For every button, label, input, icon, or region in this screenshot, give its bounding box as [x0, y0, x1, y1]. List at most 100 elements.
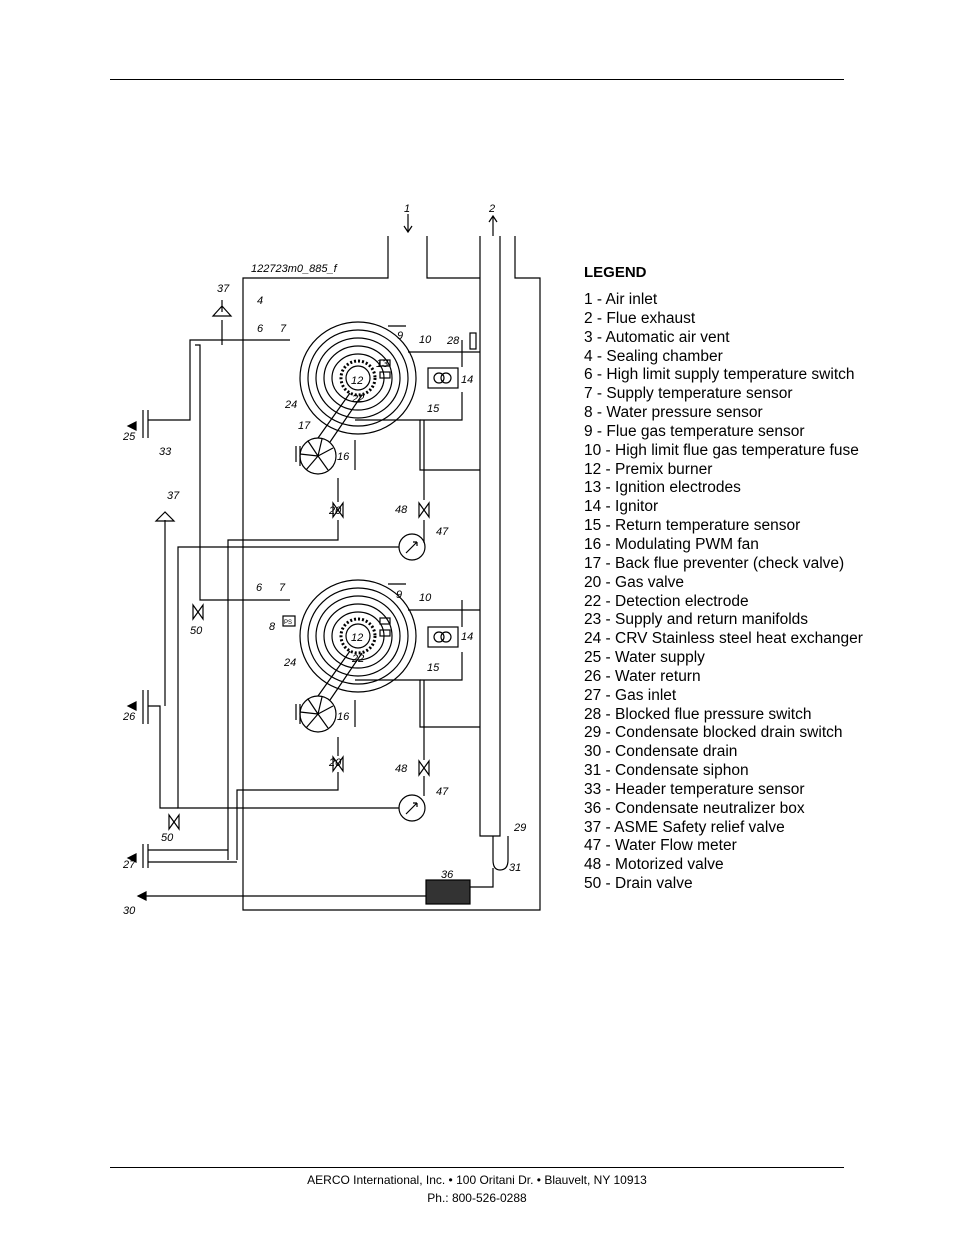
legend-item-number: 29 — [584, 724, 602, 742]
legend-item-label: Drain valve — [615, 875, 693, 893]
legend-item: 12 - Premix burner — [584, 460, 713, 478]
legend-item-number: 47 — [584, 837, 602, 855]
neutralizer-box — [425, 879, 471, 905]
legend-item-label: Ignitor — [615, 498, 659, 516]
legend-item: 26 - Water return — [584, 667, 701, 685]
legend-item-label: CRV Stainless steel heat exchanger — [615, 630, 863, 648]
callout-10-lower: 10 — [419, 592, 432, 604]
callout-16-lower: 16 — [337, 711, 350, 723]
legend-item-number: 1 — [584, 291, 593, 308]
legend-item: 16 - Modulating PWM fan — [584, 535, 759, 553]
legend-item-number: 2 — [584, 309, 593, 327]
legend-item: 15 - Return temperature sensor — [584, 517, 801, 535]
legend-item-label: Modulating PWM fan — [615, 535, 759, 553]
legend-item-number: 13 — [584, 479, 602, 497]
callout-50-lower: 50 — [161, 832, 174, 844]
footer-rule — [110, 1167, 844, 1168]
legend-item-label: Supply temperature sensor — [606, 385, 793, 403]
legend-item-label: Ignition electrodes — [615, 479, 741, 497]
legend-item: 28 - Blocked flue pressure switch — [584, 705, 812, 723]
legend-item-label: Flue exhaust — [606, 309, 696, 327]
ps-label: PS — [284, 620, 292, 626]
legend-item-number: 7 — [584, 385, 593, 403]
legend-item: 29 - Condensate blocked drain switch — [584, 724, 843, 742]
legend-item-label: High limit supply temperature switch — [606, 366, 855, 384]
callout-36: 36 — [441, 869, 454, 881]
legend-item: 24 - CRV Stainless steel heat exchanger — [584, 630, 863, 648]
legend-item-label: Detection electrode — [615, 592, 749, 610]
legend-item-label: Blocked flue pressure switch — [615, 705, 812, 723]
callout-33: 33 — [159, 446, 172, 458]
legend-item: 33 - Header temperature sensor — [584, 780, 805, 798]
legend-item-label: Water pressure sensor — [606, 404, 763, 422]
flue-exhaust-duct — [479, 236, 501, 837]
callout-25: 25 — [122, 431, 136, 443]
callout-20-lower: 20 — [328, 757, 342, 769]
legend-item: 47 - Water Flow meter — [584, 837, 737, 855]
legend-item: 13 - Ignition electrodes — [584, 479, 741, 497]
legend-item: 48 - Motorized valve — [584, 856, 724, 874]
legend-item: 30 - Condensate drain — [584, 743, 738, 761]
callout-28: 28 — [446, 335, 460, 347]
callout-13: 13 — [376, 358, 389, 370]
legend-item-number: 25 — [584, 649, 602, 667]
callout-24-upper: 24 — [284, 399, 297, 411]
legend-item: 1 - Air inlet — [584, 291, 658, 308]
callout-47-upper: 47 — [436, 526, 449, 538]
legend-item: 9 - Flue gas temperature sensor — [584, 422, 805, 440]
callout-12-lower: 12 — [351, 632, 363, 644]
footer-phone: Ph.: 800-526-0288 — [427, 1191, 527, 1205]
legend-item: 36 - Condensate neutralizer box — [584, 799, 805, 817]
callout-16-upper: 16 — [337, 451, 350, 463]
legend-item-label: High limit flue gas temperature fuse — [615, 441, 859, 459]
flue-exhaust-arrow — [488, 214, 498, 236]
legend-item-label: Automatic air vent — [605, 328, 730, 346]
upper-flow-meter — [398, 533, 426, 561]
legend-item-number: 22 — [584, 592, 602, 610]
legend-item: 23 - Supply and return manifolds — [584, 611, 809, 629]
legend-item: 25 - Water supply — [584, 649, 705, 667]
legend-item: 6 - High limit supply temperature switch — [584, 366, 855, 384]
legend-item-label: Water supply — [615, 649, 705, 667]
legend-item-number: 20 — [584, 573, 602, 591]
footer-address: AERCO International, Inc. • 100 Oritani … — [307, 1173, 647, 1187]
callout-14-lower: 14 — [461, 631, 473, 643]
callout-24-lower: 24 — [283, 657, 296, 669]
callout-26: 26 — [122, 711, 136, 723]
legend-item-label: Sealing chamber — [606, 347, 723, 365]
upper-drain-valve — [192, 604, 204, 620]
legend-item-number: 3 — [584, 328, 593, 346]
legend-item: 22 - Detection electrode — [584, 592, 749, 610]
legend-item: 10 - High limit flue gas temperature fus… — [584, 441, 859, 459]
callout-14-upper: 14 — [461, 374, 473, 386]
callout-27: 27 — [122, 859, 136, 871]
callout-17-upper: 17 — [298, 420, 311, 432]
callout-4: 4 — [257, 295, 263, 307]
legend-item-number: 10 — [584, 441, 602, 459]
legend-item-number: 31 — [584, 762, 602, 780]
callout-7-lower: 7 — [279, 582, 286, 594]
legend-item-label: ASME Safety relief valve — [614, 818, 785, 836]
legend-item-number: 30 — [584, 743, 602, 761]
legend-item-number: 27 — [584, 686, 602, 704]
callout-15-upper: 15 — [427, 403, 440, 415]
legend-item: 2 - Flue exhaust — [584, 309, 696, 327]
pressure-sensor-box — [282, 615, 296, 627]
callout-7-upper: 7 — [280, 323, 287, 335]
legend-item-number: 50 — [584, 875, 602, 893]
legend-item-number: 16 — [584, 535, 602, 553]
lower-motorized-valve — [418, 760, 430, 776]
legend-item-number: 37 — [584, 818, 602, 836]
callout-9-lower: 9 — [396, 589, 402, 601]
callout-2: 2 — [488, 203, 495, 215]
callout-30: 30 — [123, 905, 136, 917]
legend-title: LEGEND — [584, 264, 647, 281]
legend-item-label: Supply and return manifolds — [615, 611, 809, 629]
callout-6-upper: 6 — [257, 323, 264, 335]
legend-item-label: Premix burner — [615, 460, 713, 478]
legend-item: 8 - Water pressure sensor — [584, 404, 763, 422]
legend-item-label: Condensate siphon — [615, 762, 749, 780]
legend-item-label: Water return — [615, 667, 701, 685]
